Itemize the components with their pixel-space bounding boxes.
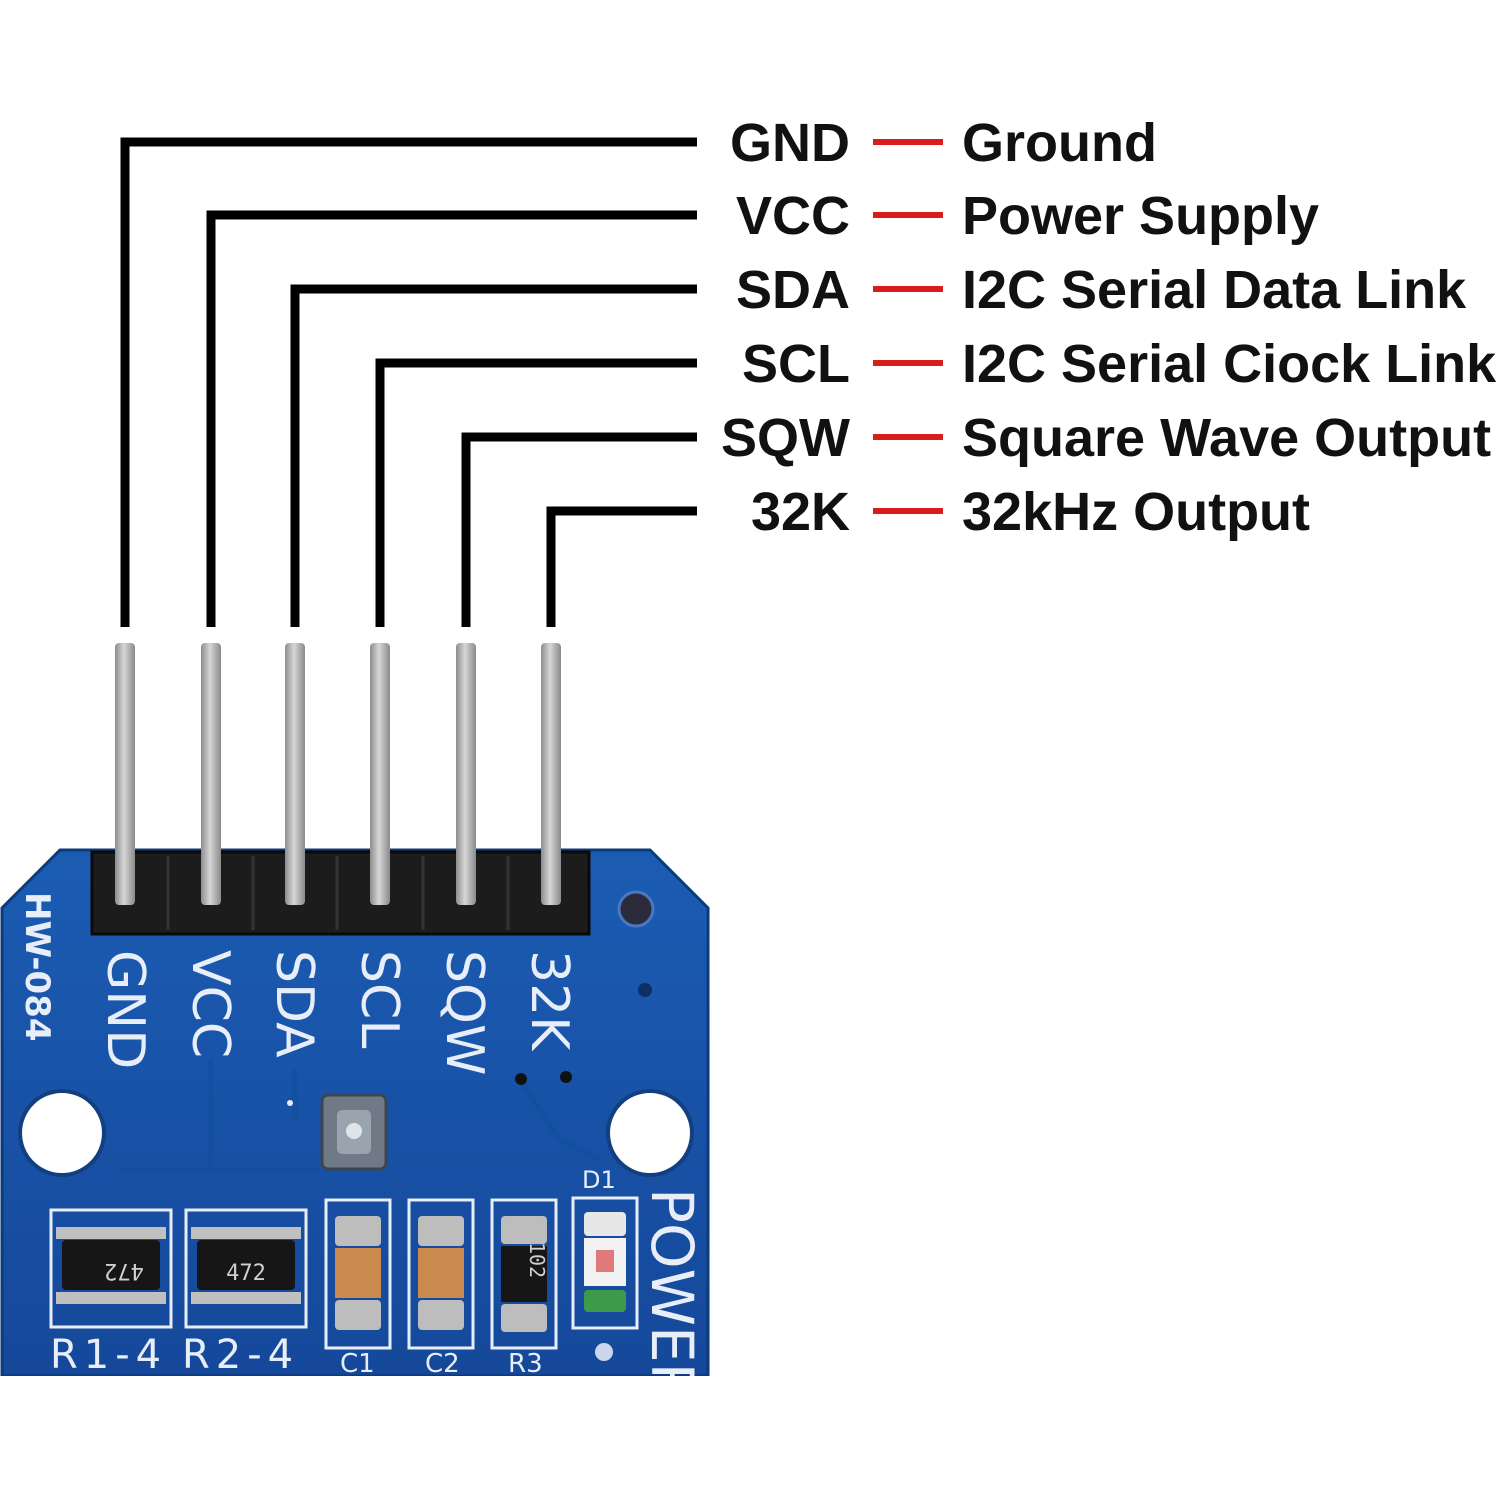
pcb-board: HW-084 GND VCC SDA SCL SQW 32K 472 R1-4 [0,643,710,1403]
via [515,1073,527,1085]
via [638,983,652,997]
silk-label-scl: SCL [349,950,409,1048]
via [560,1071,572,1083]
leader-line-sqw [461,432,697,627]
capacitor-c1 [324,1198,392,1350]
pcb-traces [120,1060,602,1173]
leader-line-32k [546,506,697,627]
pin-desc-gnd: Ground [962,113,1157,173]
pin-row-scl: SCL I2C Serial Ciock Link [375,334,1497,627]
r1-marking: 472 [104,1258,144,1283]
leader-line-sda [290,284,697,627]
pin-legend: GND Ground VCC Power Supply SDA I2C Seri… [120,113,1497,627]
r1-label: R1-4 [50,1332,167,1378]
header-pin-32k [541,643,561,905]
pin-row-sqw: SQW Square Wave Output [461,408,1491,627]
power-label: POWER [638,1188,706,1403]
via [595,1343,613,1361]
capacitor-c2 [407,1198,475,1350]
pin-desc-scl: I2C Serial Ciock Link [962,334,1497,394]
mounting-hole-left [18,1089,106,1177]
header-pin-gnd [115,643,135,905]
r2-label: R2-4 [182,1332,299,1378]
d1-label: D1 [582,1166,616,1194]
header-pin-sqw [456,643,476,905]
pin-desc-32k: 32kHz Output [962,482,1310,542]
silk-label-vcc: VCC [180,950,240,1058]
silk-label-32k: 32K [519,950,579,1052]
c2-label: C2 [425,1349,460,1379]
led-d1 [571,1196,639,1330]
leader-line-gnd [120,137,697,627]
r3-label: R3 [508,1349,543,1379]
pin-code-32k: 32K [751,482,850,542]
c1-label: C1 [340,1349,375,1379]
leader-line-vcc [206,210,697,627]
pin-row-32k: 32K 32kHz Output [546,482,1310,627]
crystal-component [320,1093,388,1171]
header-pins [115,643,561,905]
pin-code-scl: SCL [742,334,850,394]
board-model-label: HW-084 [17,892,57,1042]
header-pin-sda [285,643,305,905]
pin-header-housing [90,850,591,936]
pin-desc-vcc: Power Supply [962,186,1319,246]
mounting-hole-right [606,1089,694,1177]
header-segments [166,856,510,930]
resistor-r3: 102 [490,1198,558,1350]
pin-row-vcc: VCC Power Supply [206,186,1319,627]
via [287,1100,293,1106]
silk-label-sda: SDA [264,950,324,1058]
header-pin-vcc [201,643,221,905]
pin-desc-sqw: Square Wave Output [962,408,1491,468]
resistor-network-r1: 472 [49,1208,173,1329]
pin-code-sda: SDA [736,260,850,320]
silk-label-gnd: GND [95,950,155,1069]
r3-marking: 102 [525,1242,549,1278]
pin-row-sda: SDA I2C Serial Data Link [290,260,1467,627]
pin-row-gnd: GND Ground [120,113,1157,627]
r2-marking: 472 [226,1261,266,1286]
leader-line-scl [375,358,697,627]
via [617,890,655,928]
pin-code-sqw: SQW [721,408,850,468]
resistor-network-r2: 472 [184,1208,308,1329]
silk-label-sqw: SQW [434,950,494,1075]
header-pin-scl [370,643,390,905]
pin-desc-sda: I2C Serial Data Link [962,260,1467,320]
pin-code-vcc: VCC [736,186,850,246]
pin-code-gnd: GND [730,113,850,173]
